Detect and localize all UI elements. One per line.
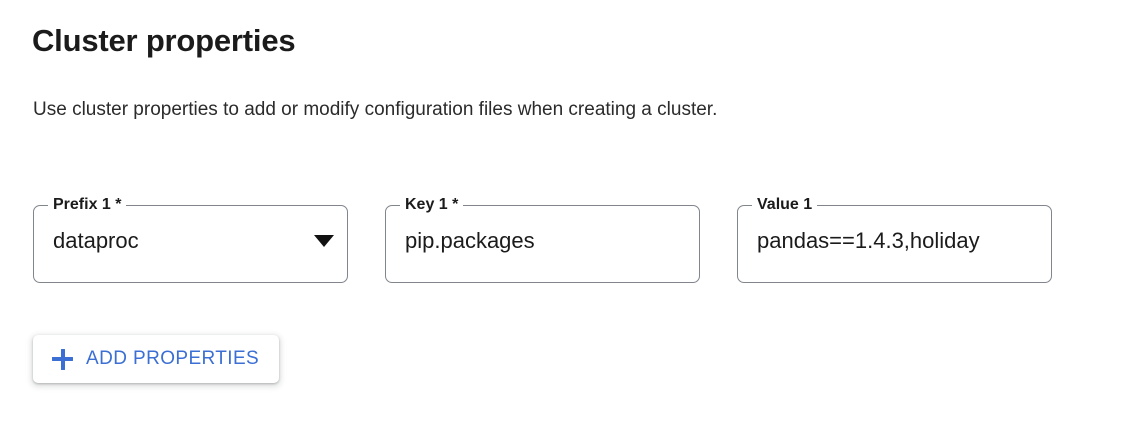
key-input[interactable]: pip.packages	[385, 224, 700, 258]
key-input-value: pip.packages	[405, 228, 535, 253]
plus-icon	[52, 348, 73, 370]
key-field[interactable]: Key 1 * pip.packages	[385, 195, 700, 283]
properties-field-row: Prefix 1 * dataproc Key 1 * pip.packages…	[33, 195, 1052, 283]
prefix-field[interactable]: Prefix 1 * dataproc	[33, 195, 348, 283]
value-field-label: Value 1	[752, 195, 818, 215]
prefix-field-label: Prefix 1 *	[48, 195, 127, 215]
prefix-select[interactable]: dataproc	[33, 224, 348, 258]
key-field-label: Key 1 *	[400, 195, 464, 215]
add-properties-button-label: ADD PROPERTIES	[86, 348, 260, 369]
value-input[interactable]: pandas==1.4.3,holiday	[737, 224, 1052, 258]
value-field[interactable]: Value 1 pandas==1.4.3,holiday	[737, 195, 1052, 283]
page-description: Use cluster properties to add or modify …	[33, 99, 718, 120]
page-title: Cluster properties	[32, 23, 296, 58]
chevron-down-icon[interactable]	[314, 235, 334, 247]
prefix-select-value: dataproc	[53, 228, 139, 253]
add-properties-button[interactable]: ADD PROPERTIES	[33, 335, 280, 383]
value-input-value: pandas==1.4.3,holiday	[757, 228, 980, 253]
